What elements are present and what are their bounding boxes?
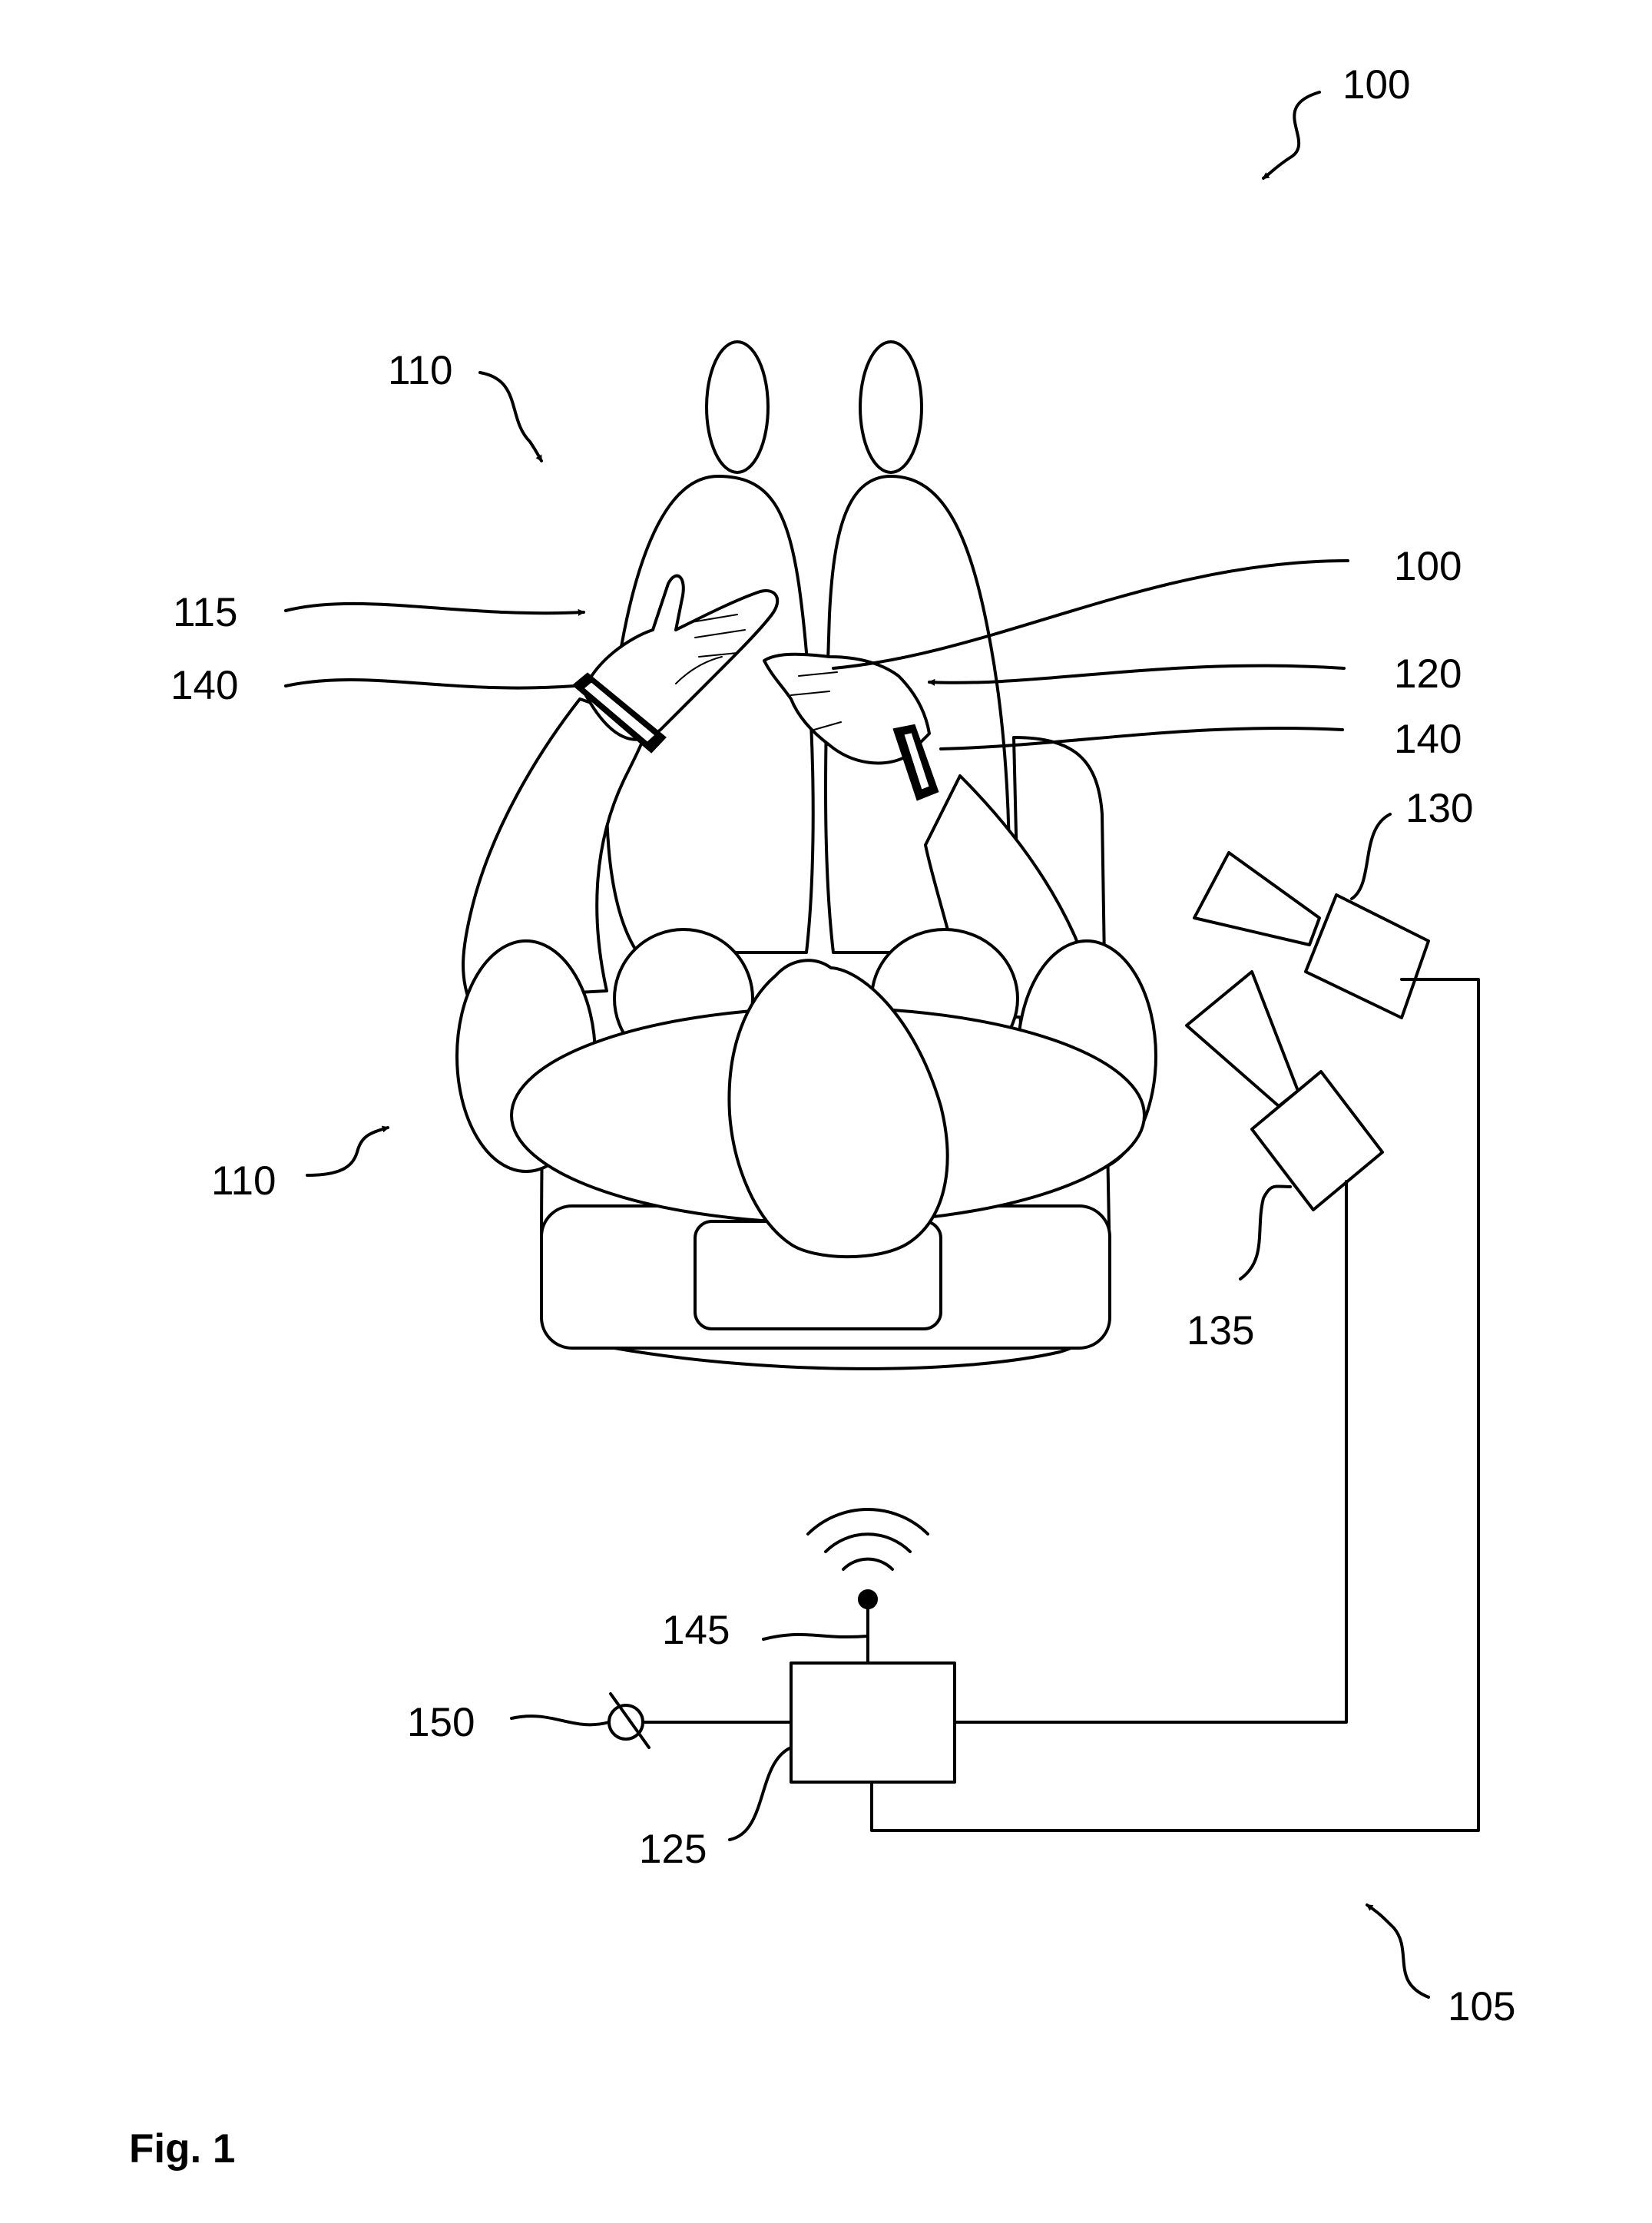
wire-camera-130-to-controller xyxy=(870,978,1480,1832)
antenna-145-tip xyxy=(858,1589,878,1609)
reference-labels: 100 110 115 140 100 120 140 130 110 135 … xyxy=(129,62,1515,2172)
label-110-top: 110 xyxy=(388,348,453,393)
wireless-signal-icon xyxy=(806,1507,929,1571)
occupant xyxy=(455,574,1157,1259)
right-hand xyxy=(763,652,931,765)
label-130: 130 xyxy=(1405,786,1473,831)
camera-135-body xyxy=(1250,1070,1384,1211)
camera-130-lens xyxy=(1193,851,1321,946)
label-135: 135 xyxy=(1187,1308,1254,1353)
figure-caption: Fig. 1 xyxy=(129,2126,235,2172)
camera-130 xyxy=(1193,851,1430,1019)
label-100-right: 100 xyxy=(1394,544,1462,589)
camera-135-lens xyxy=(1185,970,1299,1108)
label-140-right: 140 xyxy=(1394,717,1462,762)
wire-camera-135-to-controller xyxy=(953,1180,1348,1724)
label-150: 150 xyxy=(407,1700,475,1745)
label-145: 145 xyxy=(662,1608,730,1653)
leader-lines xyxy=(284,91,1430,1999)
label-100-top: 100 xyxy=(1342,62,1410,108)
label-125: 125 xyxy=(639,1827,707,1872)
label-110-left: 110 xyxy=(211,1158,276,1204)
controller-125 xyxy=(790,1661,956,1784)
left-hand-lines xyxy=(675,614,746,684)
label-140-left: 140 xyxy=(170,663,238,708)
left-hand xyxy=(582,574,780,741)
camera-135 xyxy=(1185,970,1384,1211)
headrest-right xyxy=(859,340,923,474)
label-120: 120 xyxy=(1394,651,1462,697)
headrest-left xyxy=(705,340,770,474)
camera-130-body xyxy=(1304,893,1430,1019)
left-wristband-inner xyxy=(581,679,658,745)
connector-150 xyxy=(607,1692,651,1749)
right-wristband-inner xyxy=(901,730,932,793)
label-105: 105 xyxy=(1448,1984,1515,2029)
right-hand-lines xyxy=(790,671,842,731)
label-115: 115 xyxy=(173,590,238,635)
head xyxy=(727,959,949,1259)
